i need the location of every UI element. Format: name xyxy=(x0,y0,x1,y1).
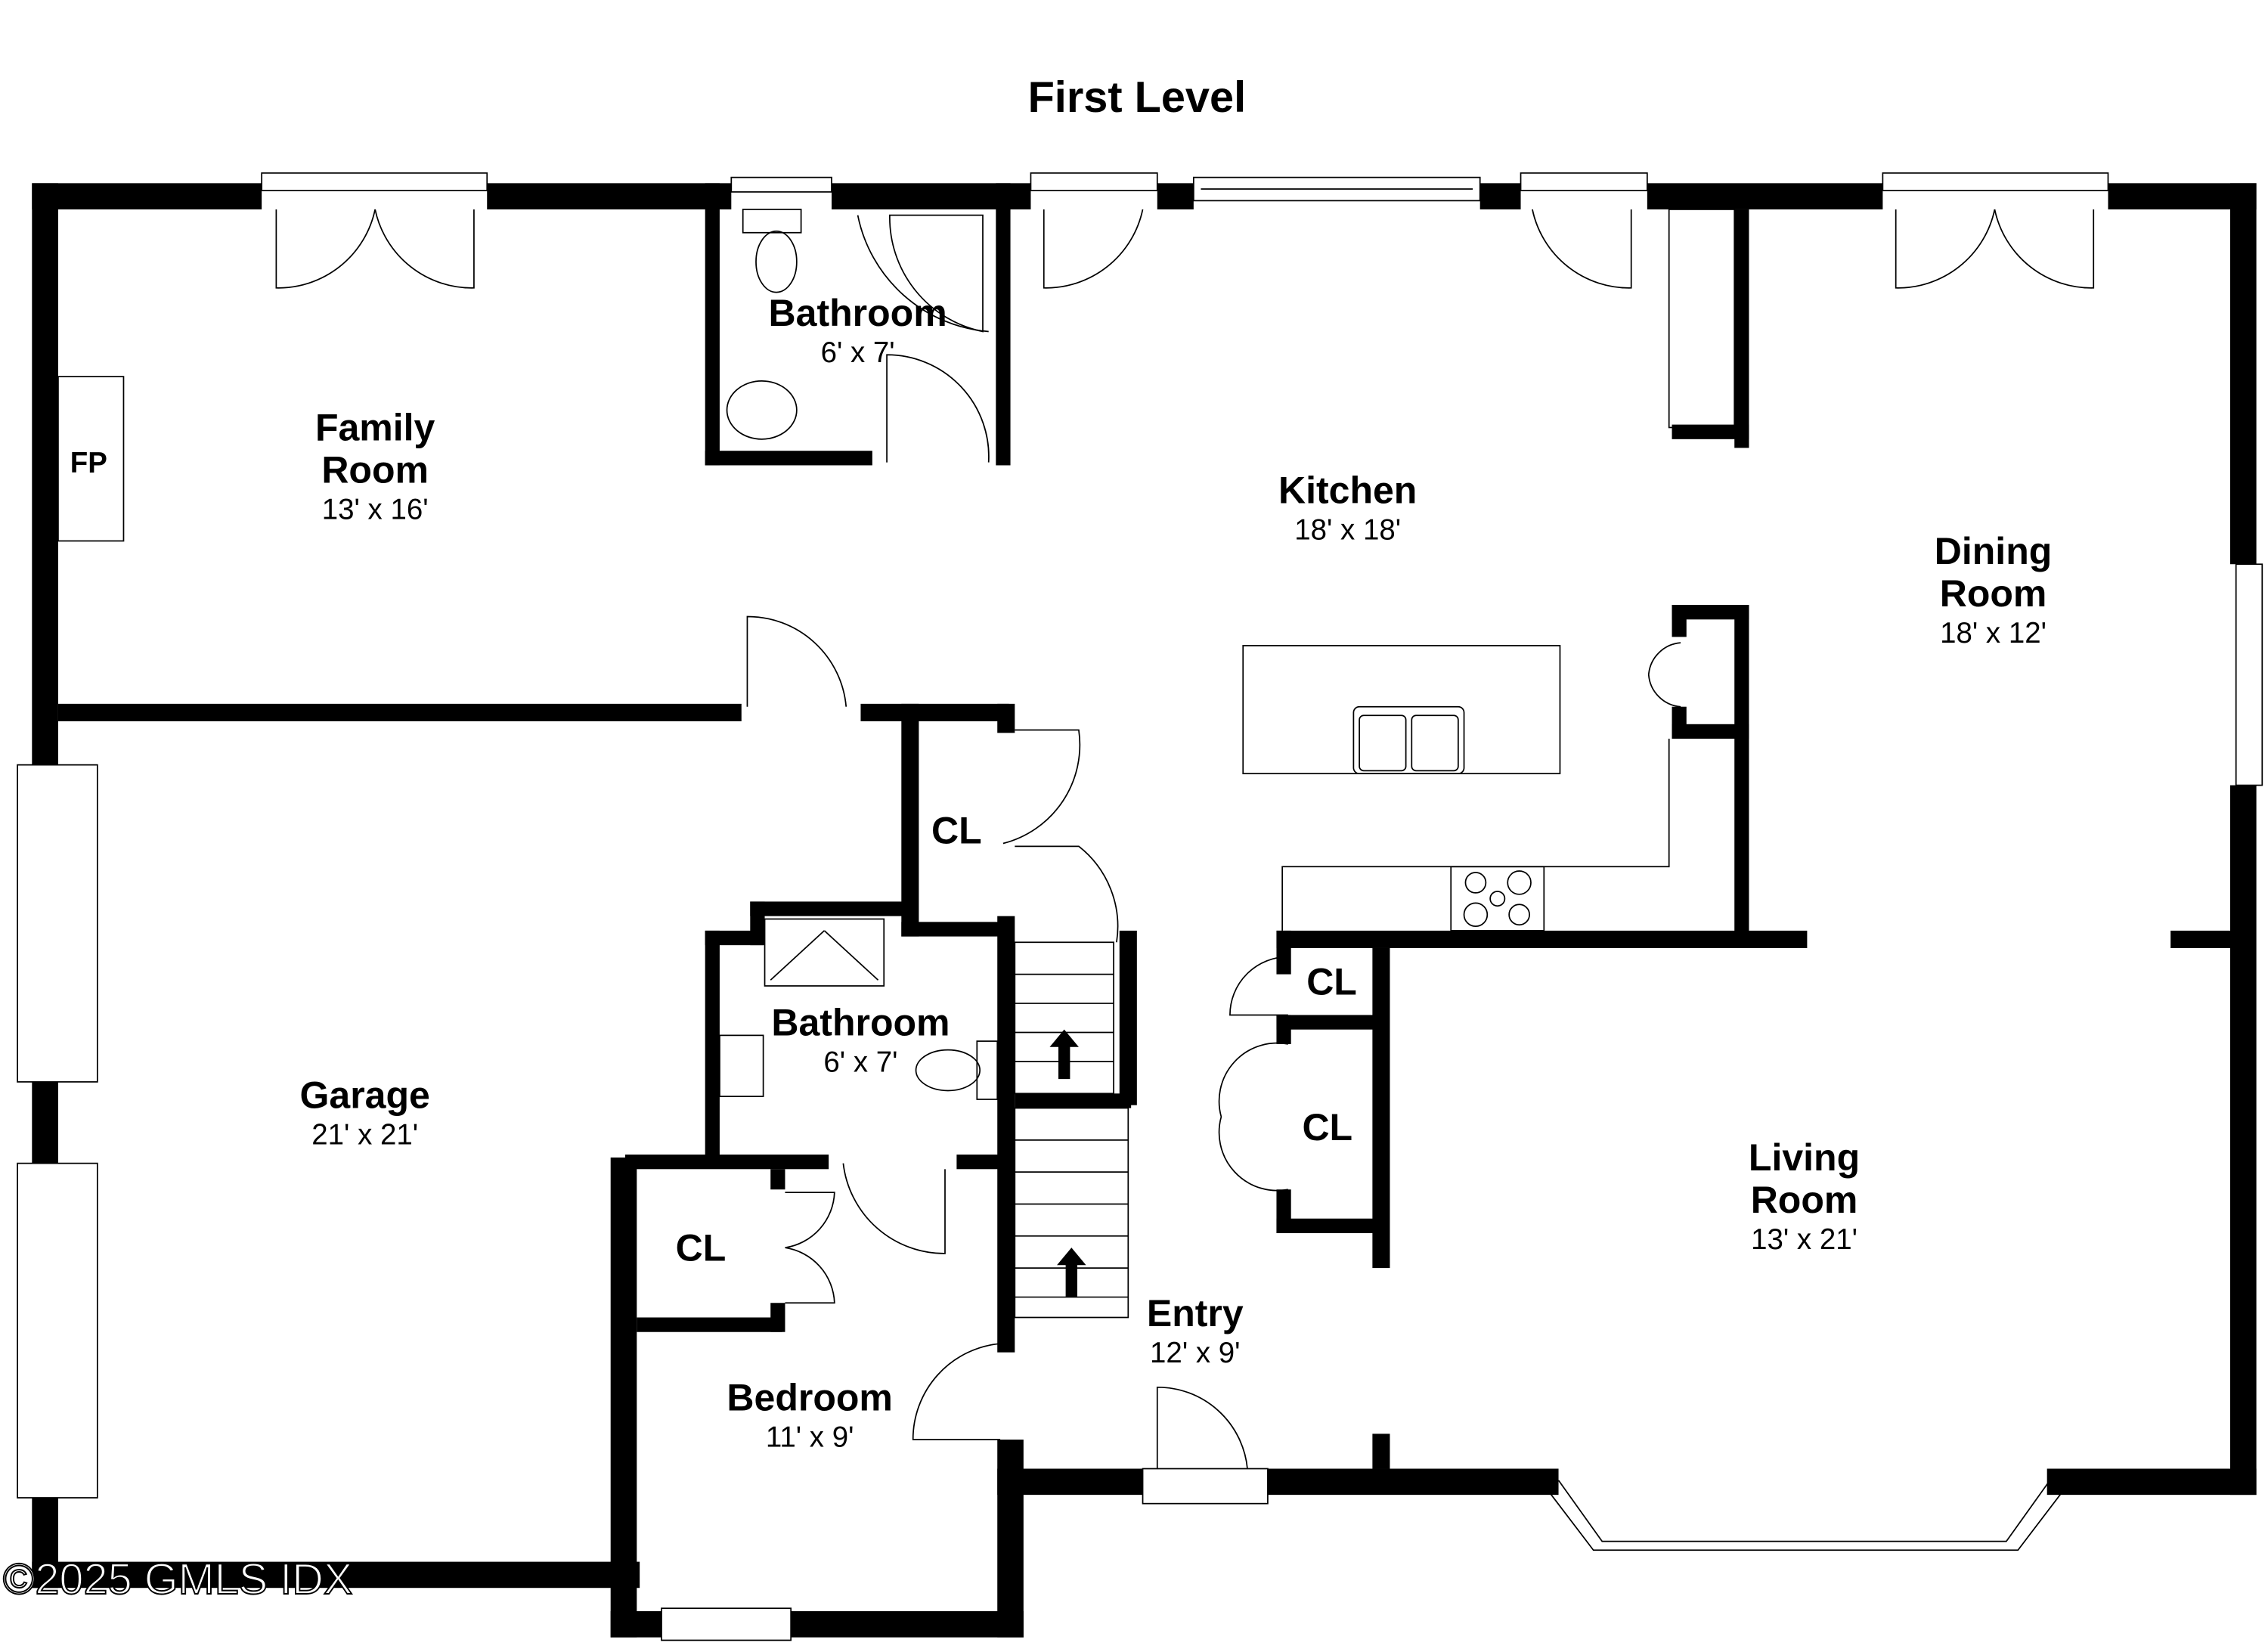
fireplace-label: FP xyxy=(70,447,107,479)
fireplace xyxy=(57,376,125,542)
svg-text:Bathroom: Bathroom xyxy=(771,1001,950,1043)
room-garage: Garage 21' x 21' xyxy=(300,1074,430,1152)
svg-text:Bedroom: Bedroom xyxy=(727,1377,892,1419)
svg-text:6' x 7': 6' x 7' xyxy=(823,1046,897,1078)
svg-text:18' x 18': 18' x 18' xyxy=(1294,514,1401,547)
room-bathroom-upper: Bathroom 6' x 7' xyxy=(769,292,947,369)
svg-text:Living: Living xyxy=(1749,1136,1860,1179)
stair-up-arrow-icon xyxy=(1049,1029,1079,1080)
svg-text:13' x 21': 13' x 21' xyxy=(1751,1223,1857,1256)
copyright-watermark: ©2025 GMLS IDX xyxy=(3,1555,353,1604)
fixtures xyxy=(57,209,1736,1319)
room-living-room: Living Room 13' x 21' xyxy=(1749,1136,1860,1256)
svg-text:Entry: Entry xyxy=(1147,1292,1244,1334)
closet-label: CL xyxy=(1302,1106,1352,1148)
interior-walls xyxy=(57,183,2230,1469)
svg-text:21' x 21': 21' x 21' xyxy=(311,1119,418,1152)
windows xyxy=(17,172,2263,1641)
room-family-room: Family Room 13' x 16' xyxy=(315,407,435,526)
svg-text:Room: Room xyxy=(1940,572,2047,615)
kitchen-island xyxy=(1242,645,1561,775)
stove xyxy=(1450,866,1545,931)
svg-text:Room: Room xyxy=(1751,1179,1858,1221)
svg-text:Kitchen: Kitchen xyxy=(1278,469,1417,511)
room-labels: FP Family Room 13' x 16' Bathroom 6' x 7… xyxy=(70,292,2053,1454)
room-bathroom-lower: Bathroom 6' x 7' xyxy=(771,1001,950,1078)
closet-label: CL xyxy=(1306,961,1357,1003)
svg-text:13' x 16': 13' x 16' xyxy=(322,494,429,526)
room-kitchen: Kitchen 18' x 18' xyxy=(1278,469,1417,546)
room-dining-room: Dining Room 18' x 12' xyxy=(1935,530,2053,649)
room-entry: Entry 12' x 9' xyxy=(1147,1292,1244,1369)
staircase xyxy=(1014,941,1129,1319)
stair-up-arrow-icon xyxy=(1057,1248,1086,1297)
doors xyxy=(275,209,2095,1469)
svg-text:11' x 9': 11' x 9' xyxy=(766,1421,854,1454)
svg-text:12' x 9': 12' x 9' xyxy=(1150,1337,1240,1369)
closet-label: CL xyxy=(931,810,982,852)
svg-text:6' x 7': 6' x 7' xyxy=(821,336,895,369)
svg-text:Family: Family xyxy=(315,407,435,449)
svg-text:Bathroom: Bathroom xyxy=(769,292,947,334)
svg-text:Garage: Garage xyxy=(300,1074,430,1117)
exterior-walls xyxy=(32,183,2257,1638)
svg-text:Room: Room xyxy=(321,449,429,491)
svg-text:18' x 12': 18' x 12' xyxy=(1940,617,2046,649)
room-bedroom: Bedroom 11' x 9' xyxy=(727,1377,892,1454)
svg-text:Dining: Dining xyxy=(1935,530,2053,572)
closet-label: CL xyxy=(676,1226,727,1269)
plan-title: First Level xyxy=(1028,73,1247,122)
